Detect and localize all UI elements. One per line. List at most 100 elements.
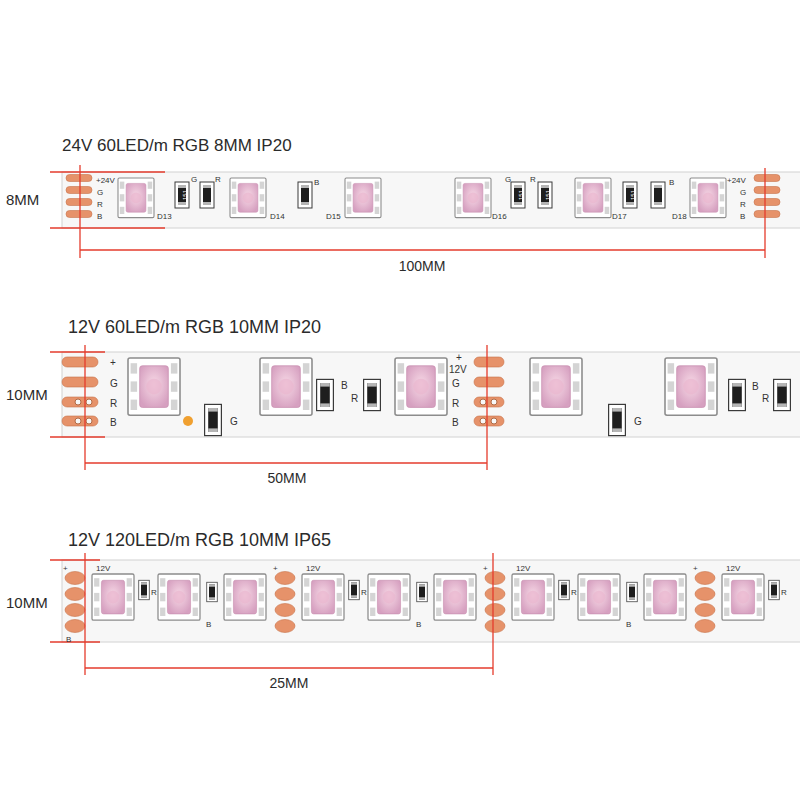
pad-label: + (693, 564, 698, 573)
dimension-label-holder: 25MM (270, 675, 309, 691)
solder-pad (62, 377, 98, 387)
pad-label: R (530, 175, 536, 184)
strip-band (62, 352, 800, 437)
solder-pad (474, 377, 504, 387)
pad-hole (491, 418, 497, 424)
pad-label: B (740, 212, 745, 221)
pad-label: R (740, 200, 746, 209)
pad-label: R (452, 398, 459, 409)
pad-label: B (626, 620, 631, 629)
dimension-line (50, 171, 165, 172)
pad-label-holder: 12V (516, 558, 530, 574)
strip-band (62, 560, 800, 642)
pad-label: G (191, 175, 197, 184)
led-chip (530, 358, 582, 415)
solder-pad (275, 572, 295, 585)
pad-hole (491, 399, 497, 405)
pad-label: R (97, 200, 103, 209)
pad-label-holder: B (416, 614, 421, 630)
pad-label: B (206, 620, 211, 629)
pad-label-holder: +24V (727, 170, 746, 186)
led-chip (644, 574, 686, 620)
resistor-symbol (200, 182, 214, 208)
solder-pad (66, 175, 92, 182)
pad-label: R (151, 588, 157, 597)
pad-label: +24V (727, 176, 746, 185)
pad-label-holder: + (483, 558, 488, 574)
pad-label-holder: D17 (612, 206, 627, 222)
pad-label: + (63, 564, 68, 573)
solder-pad (65, 620, 85, 633)
pad-hole (86, 418, 92, 424)
pad-label-holder: D18 (672, 206, 687, 222)
resistor-code-holder: 151 (537, 190, 553, 200)
resistor-code: 151 (182, 190, 188, 200)
pad-label-holder: D16 (492, 206, 507, 222)
solder-pad (62, 397, 98, 407)
dimension-label: 10MM (6, 594, 48, 611)
resistor-symbol (207, 582, 218, 602)
solder-pad (65, 604, 85, 617)
strip-heading: 12V 120LED/m RGB 10MM IP65 (68, 530, 331, 550)
pad-label: 12V (449, 364, 467, 375)
dimension-label-holder: 100MM (399, 258, 446, 274)
solder-pad (62, 416, 98, 426)
solder-pads (66, 175, 780, 218)
pad-label-holder: R (215, 169, 221, 185)
pad-label: G (452, 378, 460, 389)
strip-heading-holder: 12V 60LED/m RGB 10MM IP20 (68, 318, 321, 336)
resistor-symbol (623, 182, 637, 208)
dimension-line (486, 345, 487, 470)
pad-label: R (215, 175, 221, 184)
pad-label-holder: R (361, 582, 367, 598)
dimension-line (50, 227, 165, 228)
pad-label-holder: D15 (326, 206, 341, 222)
dimension-label-holder: 50MM (268, 470, 307, 486)
pad-hole (86, 399, 92, 405)
pad-label-holder: + (693, 558, 698, 574)
solder-pads (65, 572, 715, 633)
solder-pad (485, 588, 505, 601)
led-chip (224, 574, 266, 620)
pad-label-holder: B (452, 413, 459, 429)
resistor-symbol (651, 182, 665, 208)
dimension-label: 25MM (270, 675, 309, 691)
pad-label-holder: G (505, 169, 511, 185)
resistor-symbol (774, 379, 791, 410)
pad-label-holder: B (66, 629, 71, 645)
pad-label: G (97, 188, 103, 197)
resistor-symbol (627, 582, 638, 602)
pad-label: + (273, 564, 278, 573)
pad-label-holder: D13 (157, 206, 172, 222)
pad-hole (75, 418, 81, 424)
led-chip (260, 358, 312, 415)
led-chip (578, 574, 620, 620)
pad-label: B (97, 212, 102, 221)
pad-label: B (669, 178, 674, 187)
dimension-line (79, 165, 80, 258)
resistor-symbol (417, 582, 428, 602)
pad-label-holder: G (97, 182, 103, 198)
pad-label-holder: R (781, 582, 787, 598)
pad-label: G (505, 175, 511, 184)
pad-label: 12V (516, 564, 530, 573)
pad-label-holder: 12V (726, 558, 740, 574)
dimension-line (764, 168, 765, 258)
led-chip (395, 358, 447, 415)
solder-pad (474, 357, 504, 367)
solder-pad (695, 604, 715, 617)
pad-label-holder: R (740, 194, 746, 210)
pad-label-holder: G (191, 169, 197, 185)
resistor-symbol (559, 580, 570, 600)
pad-label: 12V (306, 564, 320, 573)
solder-pad (485, 604, 505, 617)
solder-pad (66, 211, 92, 218)
pad-label: + (483, 564, 488, 573)
solder-pad (275, 588, 295, 601)
resistor-symbol (317, 379, 334, 410)
led-chip (158, 574, 200, 620)
dimension-label: 10MM (6, 386, 48, 403)
led-strip (62, 352, 800, 437)
